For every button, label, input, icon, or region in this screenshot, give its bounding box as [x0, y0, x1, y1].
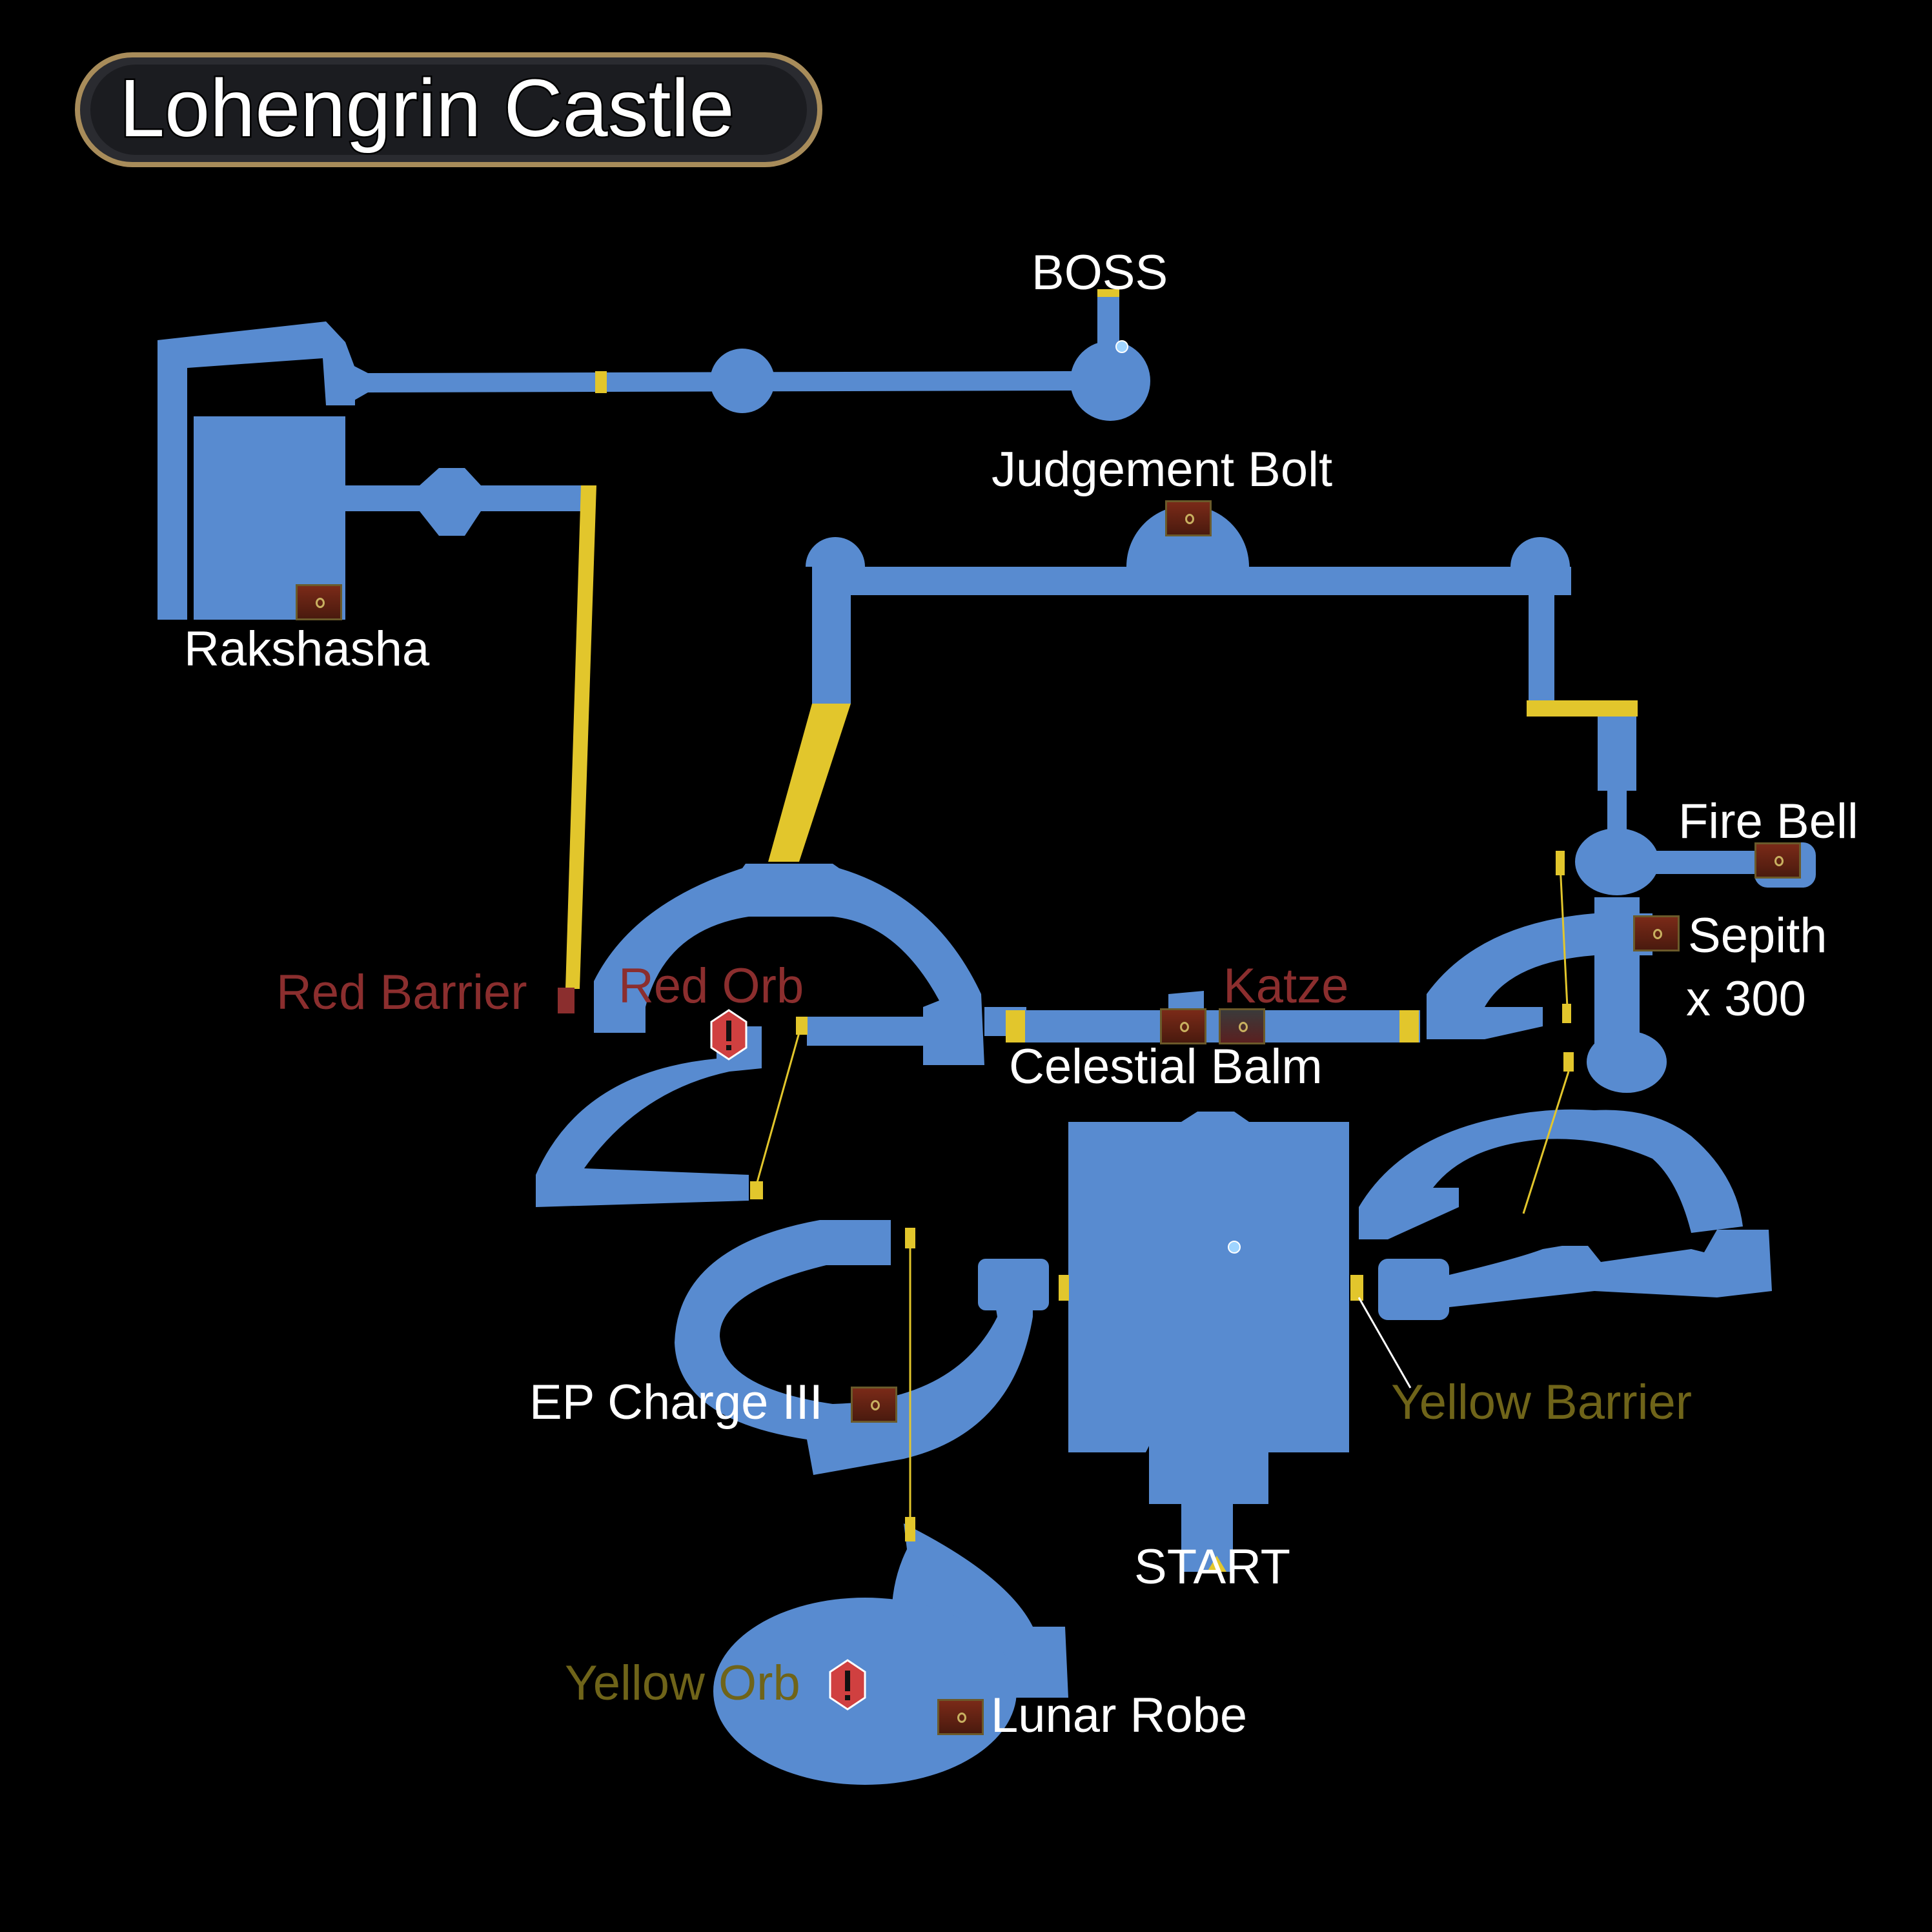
- map-title: Lohengrin Castle: [118, 61, 737, 156]
- door-ep-north: [905, 1228, 915, 1248]
- treasure-chest-icon[interactable]: [1633, 915, 1680, 951]
- door-celestial-west: [1006, 1010, 1025, 1042]
- bridge-judgement-west: [768, 704, 851, 862]
- treasure-chest-icon[interactable]: [1160, 1008, 1206, 1044]
- door-fire-bell-west: [1556, 851, 1565, 875]
- orb-warning-icon[interactable]: [828, 1659, 868, 1711]
- label-start: START: [1134, 1540, 1291, 1594]
- door-red-orb-south: [750, 1181, 763, 1199]
- label-katze: Katze: [1223, 959, 1349, 1013]
- label-judgement-bolt: Judgement Bolt: [991, 442, 1333, 497]
- door-sepith-west: [1562, 1004, 1571, 1023]
- door-red-orb: [796, 1017, 808, 1035]
- label-lunar-robe: Lunar Robe: [991, 1688, 1248, 1743]
- red-barrier-block: [558, 988, 575, 1013]
- treasure-chest-icon[interactable]: [1754, 842, 1801, 879]
- corridor-judgement-west: [812, 581, 851, 704]
- treasure-chest-icon[interactable]: [851, 1387, 897, 1423]
- title-banner: [32, 29, 871, 171]
- corridor-east-wing: [1449, 1230, 1772, 1307]
- room-sepith-arc: [1427, 913, 1652, 1039]
- label-celestial-balm: Celestial Balm: [1009, 1039, 1323, 1094]
- label-sepith: Sepith: [1688, 908, 1827, 963]
- door-sepith-south: [1563, 1052, 1574, 1072]
- treasure-chest-icon[interactable]: [1219, 1008, 1265, 1044]
- label-rakshasha: Rakshasha: [184, 622, 430, 676]
- room-boss-antechamber: [1070, 341, 1150, 421]
- label-fire-bell: Fire Bell: [1678, 794, 1858, 849]
- room-katze: [1168, 991, 1204, 1013]
- door-yellow-barrier: [1350, 1275, 1363, 1301]
- corridor-rakshasha: [345, 468, 581, 536]
- room-sepith-south: [1587, 1031, 1667, 1093]
- corridor-fire-bell: [1598, 717, 1636, 791]
- corridor-start: [1149, 1427, 1268, 1572]
- door-celestial-east: [1399, 1010, 1419, 1042]
- treasure-chest-icon[interactable]: [937, 1699, 984, 1735]
- door-start-west: [1059, 1275, 1069, 1301]
- corridor-north: [345, 361, 1072, 405]
- room-yellow-barrier: [1378, 1259, 1449, 1320]
- map-rooms: [158, 294, 1816, 1785]
- door-start: [1207, 1556, 1226, 1572]
- save-point-icon[interactable]: [1115, 340, 1128, 353]
- orb-warning-icon[interactable]: [709, 1009, 749, 1061]
- save-point-icon[interactable]: [1228, 1241, 1241, 1254]
- label-red-orb: Red Orb: [618, 959, 804, 1013]
- corridor-celestial-balm: [1007, 1010, 1420, 1042]
- label-red-barrier: Red Barrier: [276, 965, 527, 1020]
- door-judgement-east: [1527, 700, 1638, 717]
- doors: [565, 289, 1638, 1572]
- room-ep-charge-loop: [675, 1220, 1033, 1475]
- label-yellow-barrier: Yellow Barrier: [1391, 1375, 1693, 1430]
- door-lunar-north: [905, 1517, 915, 1541]
- room-red-orb-arc: [594, 864, 984, 1065]
- label-yellow-orb: Yellow Orb: [565, 1656, 800, 1711]
- room-fire-bell: [1575, 828, 1659, 895]
- room-east-arc: [1359, 1109, 1743, 1239]
- room-ep-charge-east: [978, 1259, 1049, 1310]
- room-north-junction: [710, 349, 775, 413]
- corridor-red-orb-mid: [807, 1017, 923, 1046]
- bridge-rakshasha: [565, 485, 596, 989]
- door-north: [595, 371, 607, 393]
- door-boss: [1097, 289, 1119, 297]
- corridor-fire-bell-east: [1652, 851, 1762, 874]
- room-northwest-corridor: [158, 321, 355, 620]
- treasure-chest-icon[interactable]: [296, 584, 342, 620]
- room-start: [1068, 1112, 1349, 1452]
- room-red-orb-south: [536, 1026, 762, 1207]
- room-judgement-left: [806, 537, 865, 567]
- corridor-fire-bell-2: [1607, 788, 1627, 839]
- label-sepith-quantity: x 300: [1686, 971, 1806, 1026]
- connectors: [755, 864, 1570, 1517]
- yellow-barrier-pointer: [1357, 1297, 1412, 1388]
- corridor-judgement: [812, 567, 1571, 595]
- corridor-boss: [1097, 294, 1119, 345]
- label-ep-charge: EP Charge III: [529, 1375, 823, 1430]
- corridor-judgement-east: [1529, 581, 1554, 704]
- room-judgement-right: [1510, 537, 1570, 567]
- label-boss: BOSS: [1032, 245, 1168, 300]
- treasure-chest-icon[interactable]: [1165, 500, 1212, 536]
